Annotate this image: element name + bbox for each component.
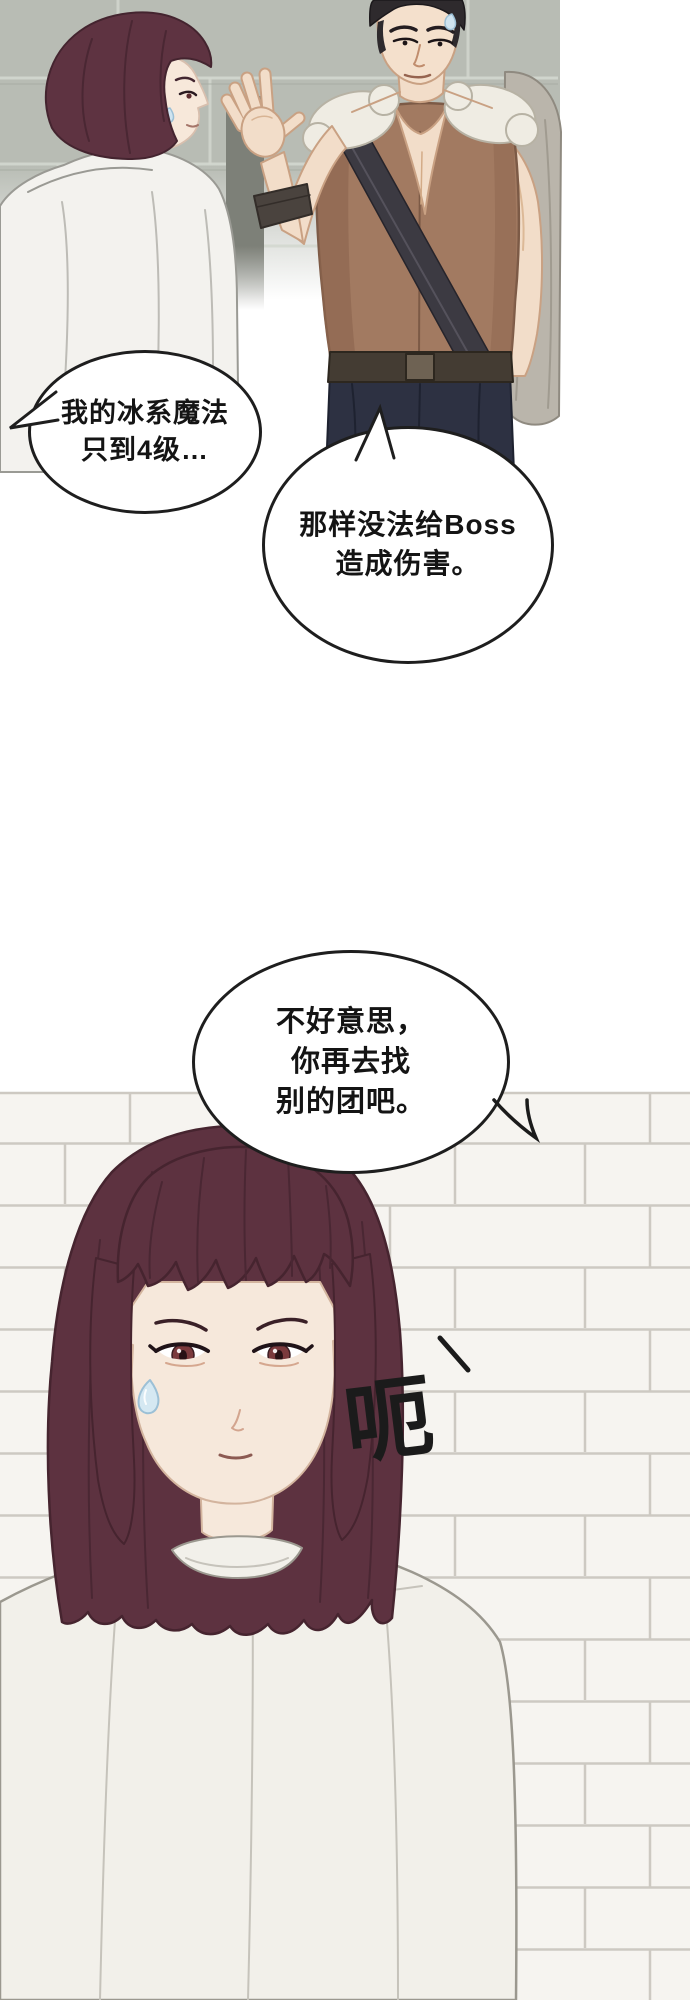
sweat-drop <box>444 13 457 31</box>
speech-bubble-2-tail <box>354 403 396 462</box>
eyebrows <box>154 1317 308 1332</box>
collar-knot <box>171 1535 303 1579</box>
bubble-line: 只到4级… <box>80 435 210 465</box>
bubble-line: 我的冰系魔法 <box>61 397 229 428</box>
bubble-line: 不好意思， <box>275 1005 426 1038</box>
belt-buckle <box>405 353 435 381</box>
speech-bubble-1: 我的冰系魔法 只到4级… <box>28 350 262 514</box>
speech-bubble-3: 不好意思， 你再去找 别的团吧。 <box>192 950 510 1174</box>
woman-face <box>129 1281 337 1505</box>
right-eye <box>252 1342 314 1367</box>
chest-skin <box>393 103 449 215</box>
bubble-line: 那样没法给Boss <box>299 509 517 541</box>
woman-character-front <box>0 1124 518 2000</box>
sweat-drop <box>137 1379 160 1415</box>
speech-bubble-1-tail <box>9 390 60 430</box>
man-hand <box>220 67 306 158</box>
woman-bob-hair <box>44 11 213 160</box>
mouth <box>218 1453 253 1460</box>
bubble-line: 别的团吧。 <box>275 1086 426 1118</box>
right-side-lock <box>330 1253 377 1541</box>
sfx-tick-mark <box>437 1335 471 1373</box>
bracer <box>253 183 313 229</box>
bottom-panel-artwork <box>0 1091 690 2000</box>
bubble-line: 你再去找 <box>290 1045 411 1078</box>
speech-bubble-2: 那样没法给Boss 造成伤害。 <box>262 426 554 664</box>
nose <box>231 1409 244 1432</box>
left-side-lock <box>89 1257 136 1545</box>
man-character <box>220 0 562 473</box>
bubble-line: 造成伤害。 <box>335 548 481 579</box>
left-eye <box>148 1342 210 1367</box>
sfx-grunt-text: 呃 <box>338 1362 439 1477</box>
speech-bubble-3-tail <box>492 1098 541 1144</box>
